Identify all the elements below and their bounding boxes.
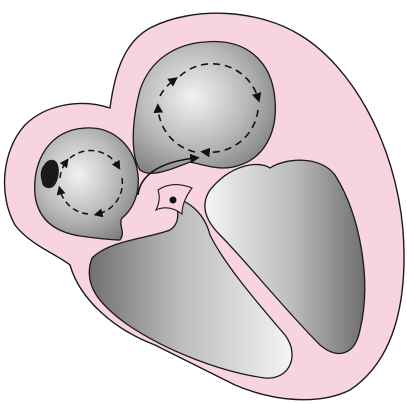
small-dot-icon — [170, 197, 177, 204]
